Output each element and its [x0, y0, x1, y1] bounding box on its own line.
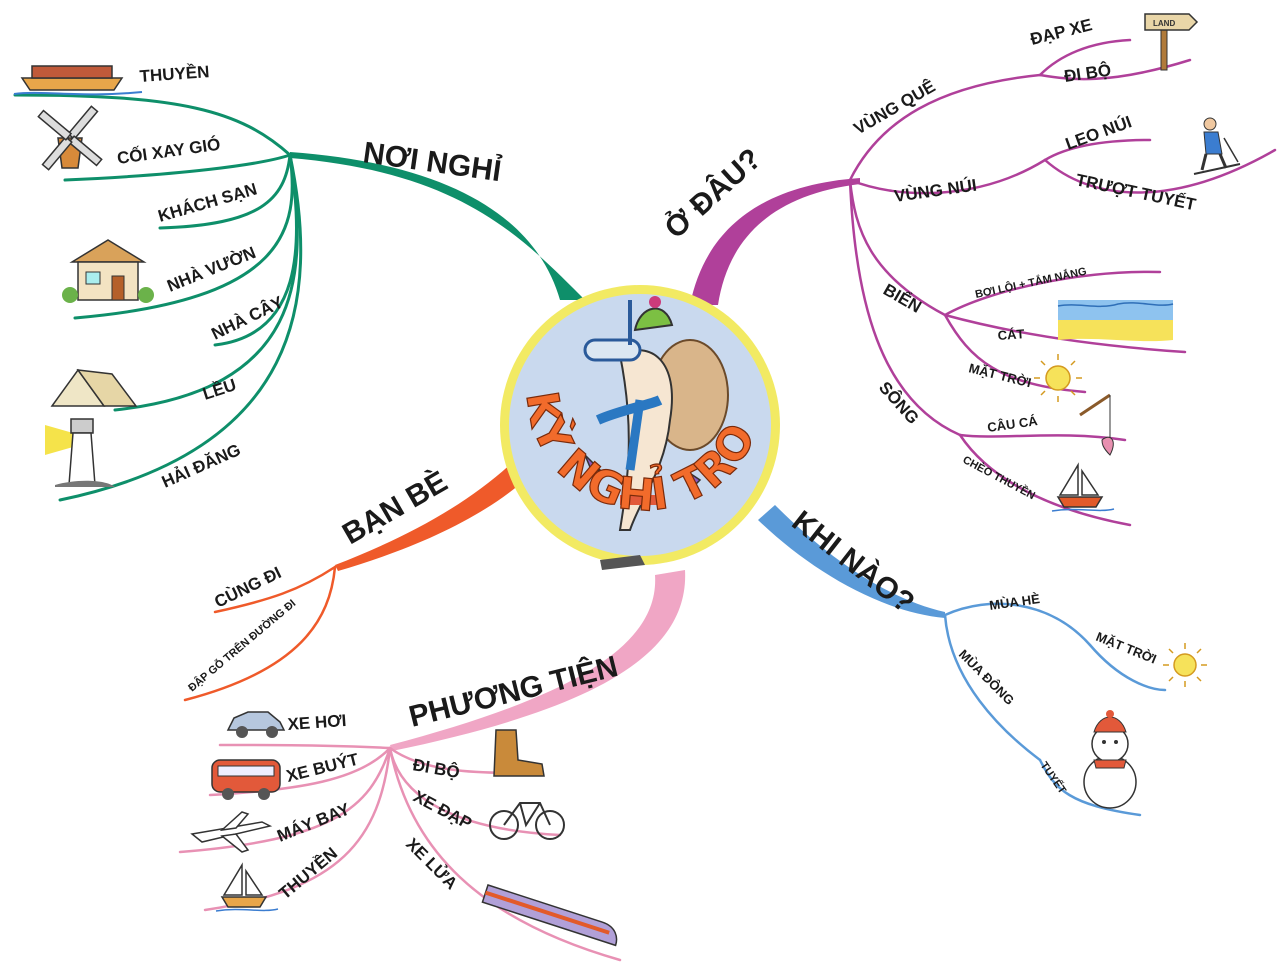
- boat-icon: [13, 65, 143, 96]
- item-cat: CÁT: [997, 326, 1025, 343]
- boot-icon: [493, 729, 545, 777]
- bicycle-icon: [489, 802, 565, 840]
- noi-nghi-lines: [13, 93, 303, 502]
- item-truot-tuyet: TRƯỢT TUYẾT: [1074, 170, 1198, 214]
- khi-nao-lines: [943, 602, 1167, 817]
- item-cheo-thuyen-song: CHÈO THUYỀN: [961, 453, 1038, 502]
- sun-icon: [1034, 354, 1082, 402]
- label-vung-nui: VÙNG NÚI: [893, 176, 978, 206]
- item-xe-hoi: XE HƠI: [287, 711, 347, 734]
- item-leo-nui: LEO NÚI: [1063, 112, 1134, 153]
- item-khach-san: KHÁCH SẠN: [156, 179, 259, 225]
- item-mat-troi-bien: MẶT TRỜI: [967, 360, 1033, 390]
- fishing-icon: [1079, 393, 1114, 456]
- branch-khi-nao: [758, 505, 945, 618]
- item-di-bo-pt: ĐI BỘ: [411, 755, 461, 782]
- label-khi-nao: KHI NÀO?: [786, 504, 921, 620]
- item-cau-ca: CÂU CÁ: [986, 413, 1039, 435]
- train-icon: [481, 884, 618, 947]
- lighthouse-icon: [45, 418, 115, 487]
- branch-o-dau: [690, 178, 860, 305]
- car-icon: [226, 711, 286, 738]
- o-dau-lines: [848, 38, 1277, 527]
- item-mat-troi-he: MẶT TRỜI: [1094, 629, 1159, 667]
- sailboat-icon: [1051, 462, 1115, 512]
- branch-phuong-tien: [390, 570, 686, 751]
- label-ban-be: BẠN BÈ: [337, 464, 454, 551]
- plane-icon: [190, 811, 273, 853]
- label-phuong-tien: PHƯƠNG TIỆN: [405, 649, 621, 734]
- sun-icon: [1163, 643, 1207, 687]
- label-vung-que: VÙNG QUÊ: [851, 77, 939, 139]
- signpost-text: LAND: [1153, 19, 1175, 28]
- item-dap-xe: ĐẠP XE: [1028, 15, 1094, 49]
- ban-be-lines: [183, 565, 337, 702]
- sailboat-icon: [215, 862, 279, 912]
- tent-icon: [50, 368, 138, 407]
- signpost-icon: LAND: [1144, 13, 1199, 71]
- item-thuyen-pt: THUYỀN: [275, 844, 341, 903]
- skier-icon: [1193, 117, 1241, 175]
- item-di-bo-que: ĐI BỘ: [1063, 61, 1112, 86]
- item-thuyen: THUYỀN: [139, 62, 210, 86]
- item-boi-loi: BƠI LỘI + TẮM NẮNG: [974, 265, 1088, 301]
- item-nha-vuon: NHÀ VƯỜN: [164, 243, 258, 296]
- beach-icon: [1057, 300, 1174, 342]
- traveler-icon: [583, 296, 729, 570]
- item-may-bay: MÁY BAY: [274, 799, 353, 846]
- windmill-icon: [37, 105, 103, 171]
- item-hai-dang: HẢI ĐĂNG: [159, 440, 244, 492]
- item-coi-xay-gio: CỐI XAY GIÓ: [116, 134, 222, 168]
- house-icon: [62, 239, 154, 303]
- label-mua-he: MÙA HÈ: [988, 591, 1041, 613]
- bus-icon: [211, 759, 281, 800]
- item-leu: LỀU: [200, 375, 238, 404]
- branch-noi-nghi: [290, 152, 585, 300]
- item-tuyet: TUYẾT: [1038, 759, 1069, 796]
- snowman-icon: [1083, 710, 1137, 809]
